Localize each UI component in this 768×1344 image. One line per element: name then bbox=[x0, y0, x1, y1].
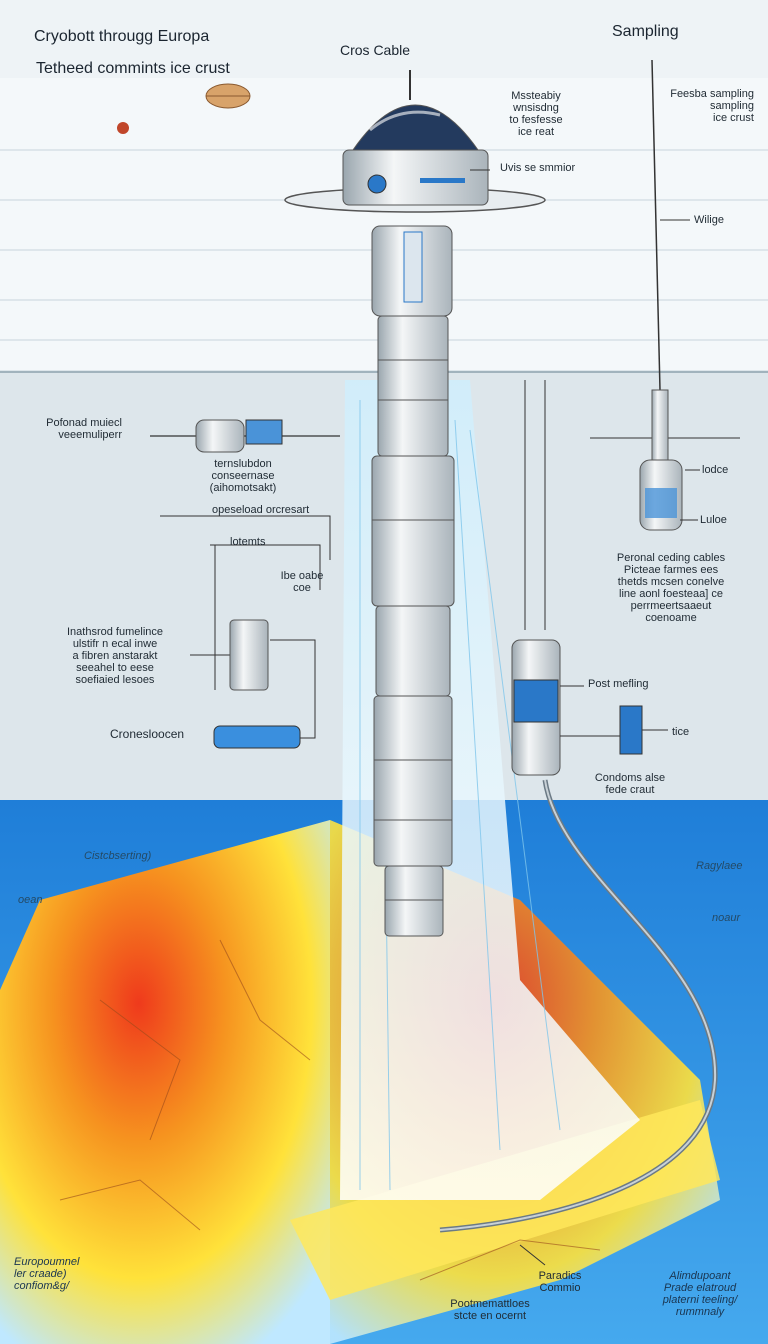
left-note-5: Ibe oabe coe bbox=[280, 570, 324, 594]
ocean-left-label-1: Cistcbserting) bbox=[84, 850, 152, 862]
left-note-7: Cronesloocen bbox=[110, 727, 185, 741]
bottom-right-note: Alimdupoant Prade elatroud platerni teel… bbox=[662, 1270, 738, 1318]
bottom-mid-note-1: Paradics Commio bbox=[538, 1270, 582, 1294]
ocean-right-label-1: Ragylaee bbox=[696, 860, 743, 872]
left-note-3: opeseload orcresart bbox=[212, 504, 310, 516]
probe-top-label: lodce bbox=[702, 464, 729, 476]
surface-station-body bbox=[342, 149, 489, 206]
right-note-1: Peronal ceding cables Picteae farmes ees… bbox=[616, 552, 726, 624]
sampling-label: Sampling bbox=[612, 23, 679, 40]
station-stripe bbox=[420, 178, 465, 183]
cable-label: Cros Cable bbox=[340, 42, 411, 58]
probe-bottom-label: Luloe bbox=[700, 514, 727, 526]
control-unit bbox=[229, 619, 269, 691]
left-note-1: Pofonad muiecl veeemuliperr bbox=[46, 417, 122, 441]
bottom-left-note: Europoumnel ler craade) confiom&g/ bbox=[14, 1256, 80, 1292]
wilige-label: Wilige bbox=[694, 214, 724, 226]
probe-rings bbox=[372, 359, 454, 901]
right-note-2: Condoms alse fede craut bbox=[594, 772, 666, 796]
station-port-icon bbox=[367, 174, 387, 194]
ocean-left-label-2: oean bbox=[18, 894, 43, 906]
title-line-2: Tetheed commints ice crust bbox=[36, 60, 230, 77]
title-line-1: Cryobott througg Europa bbox=[34, 28, 210, 45]
top-right-note: Feesba sampling sampling ice crust bbox=[670, 88, 754, 124]
ocean-right-label-2: noaur bbox=[712, 912, 741, 924]
probe-segment-3 bbox=[371, 455, 455, 607]
left-note-4: lotemts bbox=[230, 536, 266, 548]
ice-sensor bbox=[560, 705, 668, 755]
probe-heated-tip bbox=[384, 865, 444, 937]
sampling-probe bbox=[590, 389, 740, 531]
dome-reflection bbox=[369, 110, 441, 132]
probe-segment-4 bbox=[375, 605, 451, 697]
post-melting-label: Post mefling bbox=[588, 678, 649, 690]
callout-lines bbox=[470, 169, 700, 1266]
io-moon bbox=[117, 122, 129, 134]
uvis-sensor-label: Uvis se smmior bbox=[500, 162, 576, 174]
thermal-zone-left bbox=[0, 820, 330, 1344]
ice-label: tice bbox=[672, 726, 690, 738]
sample-hose-highlight bbox=[439, 779, 717, 1231]
sky-band bbox=[0, 0, 768, 80]
left-note-2: ternslubdon conseernase (aihomotsakt) bbox=[209, 458, 277, 494]
probe-segment-5 bbox=[373, 695, 453, 867]
sampling-tether bbox=[651, 59, 661, 391]
left-note-6: Inathsrod fumelince ulstifr n ecal inwe … bbox=[67, 626, 163, 686]
probe-segment-2 bbox=[377, 315, 449, 457]
probe-conduit bbox=[403, 231, 423, 303]
post-melting-sampler bbox=[511, 380, 584, 776]
station-dome bbox=[352, 104, 479, 151]
left-wiring bbox=[160, 515, 331, 739]
battery-cell bbox=[213, 725, 301, 749]
top-mid-note: Mssteabiy wnsisdng to fesfesse ice reat bbox=[509, 90, 563, 138]
bottom-mid-note-2: Pootmemattloes stcte en ocernt bbox=[450, 1298, 530, 1322]
left-pump-assembly bbox=[150, 419, 340, 453]
rock-cracks bbox=[59, 939, 601, 1281]
